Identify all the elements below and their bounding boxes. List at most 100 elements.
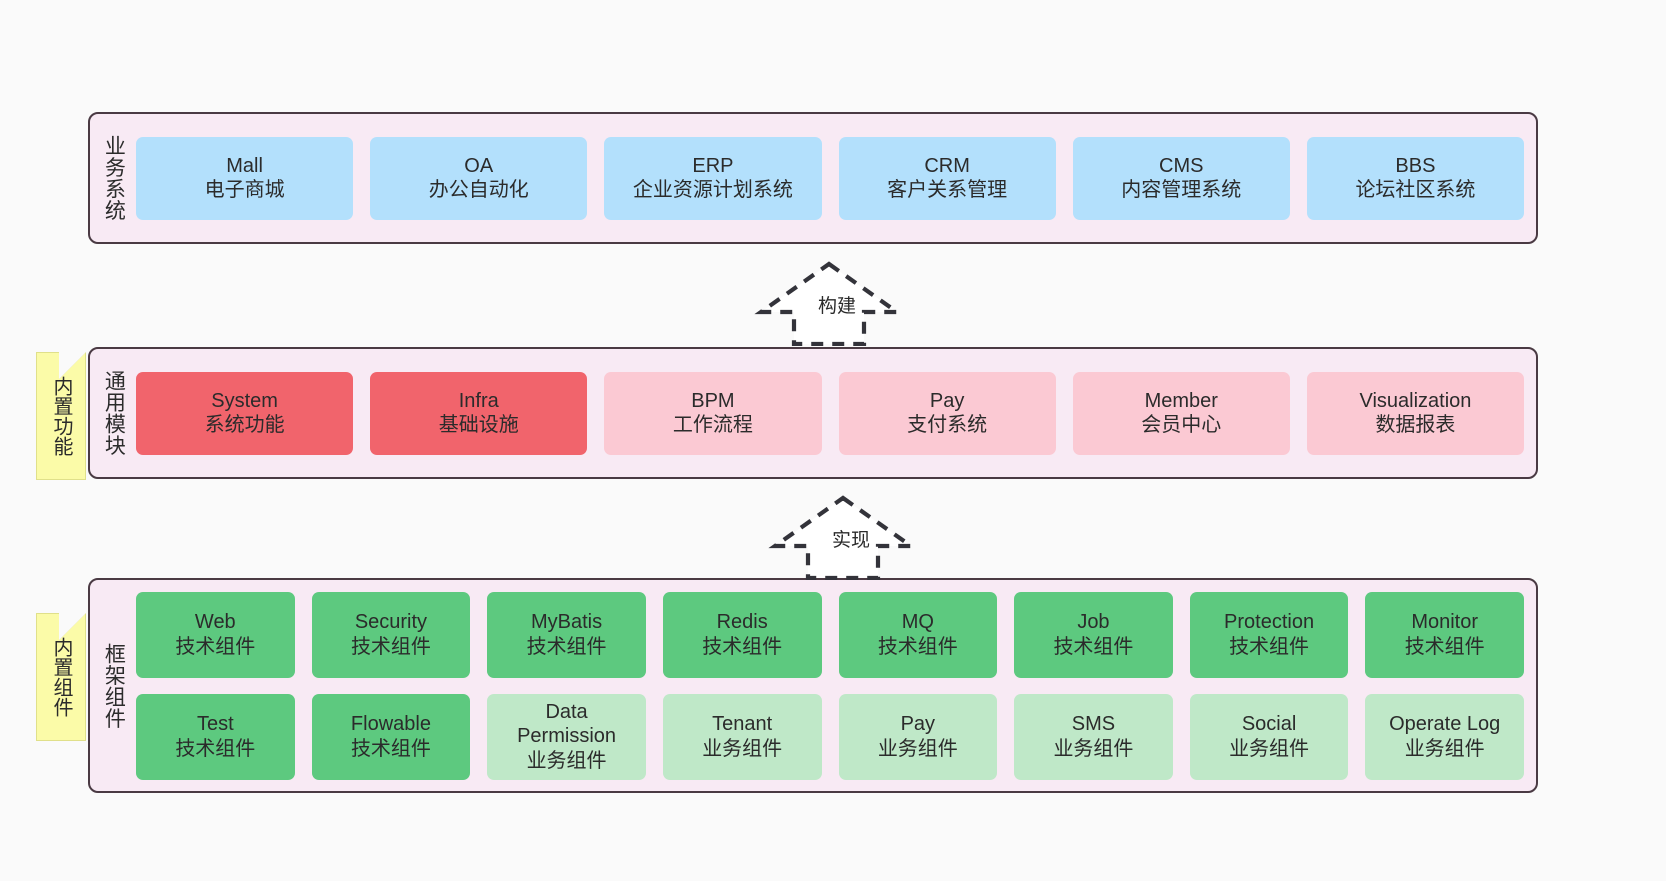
component-name-en: Monitor bbox=[1411, 611, 1479, 634]
component-box-redis[interactable]: Redis 技术组件 bbox=[662, 591, 822, 678]
layer-body-framework-component: Web 技术组件 Security 技术组件 MyBatis 技术组件 Redi… bbox=[136, 580, 1536, 791]
note-builtin-component[interactable]: 内置组件 bbox=[36, 613, 86, 741]
module-box-member[interactable]: Member 会员中心 bbox=[1072, 371, 1290, 455]
arrow-implement-label: 实现 bbox=[832, 530, 871, 551]
component-name-cn: 技术组件 bbox=[1404, 635, 1485, 658]
component-row-tech: Web 技术组件 Security 技术组件 MyBatis 技术组件 Redi… bbox=[136, 591, 1524, 678]
component-box-pay[interactable]: Pay 业务组件 bbox=[838, 693, 998, 780]
component-box-tenant[interactable]: Tenant 业务组件 bbox=[662, 693, 822, 780]
module-name-cn: 电子商城 bbox=[204, 179, 285, 201]
layer-title-framework-component: 框架组件 bbox=[102, 642, 126, 729]
component-box-protection[interactable]: Protection 技术组件 bbox=[1189, 591, 1349, 678]
module-name-en: System bbox=[211, 389, 278, 412]
component-name-cn: 技术组件 bbox=[175, 635, 256, 658]
component-name-en: Data Permission bbox=[517, 700, 617, 748]
component-name-en: MQ bbox=[901, 611, 934, 634]
module-box-infra[interactable]: Infra 基础设施 bbox=[370, 371, 588, 455]
component-name-en: Security bbox=[354, 611, 428, 634]
module-name-en: BPM bbox=[691, 389, 735, 412]
component-name-en: Operate Log bbox=[1389, 713, 1501, 736]
arrow-build-icon bbox=[754, 261, 904, 347]
layer-body-common-module: System 系统功能 Infra 基础设施 BPM 工作流程 Pay 支付系统… bbox=[136, 349, 1536, 477]
layer-title-business-system: 业务系统 bbox=[102, 135, 126, 221]
component-box-mq[interactable]: MQ 技术组件 bbox=[838, 591, 998, 678]
module-name-cn: 客户关系管理 bbox=[887, 179, 1008, 201]
module-box-bpm[interactable]: BPM 工作流程 bbox=[604, 371, 822, 455]
component-box-web[interactable]: Web 技术组件 bbox=[136, 591, 295, 678]
component-name-cn: 业务组件 bbox=[877, 737, 958, 760]
component-name-cn: 技术组件 bbox=[526, 635, 607, 658]
component-name-en: Social bbox=[1241, 713, 1297, 736]
module-box-crm[interactable]: CRM 客户关系管理 bbox=[838, 136, 1056, 220]
component-box-monitor[interactable]: Monitor 技术组件 bbox=[1365, 591, 1524, 678]
component-box-flowable[interactable]: Flowable 技术组件 bbox=[311, 693, 471, 780]
module-name-en: CRM bbox=[924, 154, 970, 177]
module-name-cn: 基础设施 bbox=[438, 414, 519, 436]
note-fold-icon bbox=[59, 613, 86, 640]
component-name-en: Web bbox=[194, 611, 236, 634]
module-box-cms[interactable]: CMS 内容管理系统 bbox=[1072, 136, 1290, 220]
component-name-en: Protection bbox=[1224, 611, 1315, 634]
module-name-en: Mall bbox=[226, 154, 263, 177]
component-name-cn: 技术组件 bbox=[702, 635, 783, 658]
component-box-security[interactable]: Security 技术组件 bbox=[311, 591, 471, 678]
component-name-cn: 技术组件 bbox=[1053, 635, 1134, 658]
module-box-erp[interactable]: ERP 企业资源计划系统 bbox=[604, 136, 822, 220]
component-box-operate-log[interactable]: Operate Log 业务组件 bbox=[1365, 693, 1524, 780]
module-box-pay[interactable]: Pay 支付系统 bbox=[838, 371, 1056, 455]
module-name-cn: 支付系统 bbox=[907, 414, 988, 436]
component-name-cn: 业务组件 bbox=[526, 749, 607, 772]
component-name-cn: 技术组件 bbox=[1229, 635, 1310, 658]
component-name-en: Flowable bbox=[350, 713, 431, 736]
module-name-en: OA bbox=[464, 154, 494, 177]
module-name-en: ERP bbox=[692, 154, 734, 177]
module-name-en: Pay bbox=[929, 389, 965, 412]
module-name-en: Visualization bbox=[1359, 389, 1472, 412]
module-name-cn: 数据报表 bbox=[1375, 414, 1456, 436]
module-name-en: CMS bbox=[1159, 154, 1204, 177]
component-box-mybatis[interactable]: MyBatis 技术组件 bbox=[487, 591, 646, 678]
component-name-en: MyBatis bbox=[531, 611, 603, 634]
component-name-cn: 业务组件 bbox=[1404, 737, 1485, 760]
component-name-en: Pay bbox=[900, 713, 936, 736]
component-name-en: Tenant bbox=[712, 713, 773, 736]
module-name-cn: 办公自动化 bbox=[428, 179, 529, 201]
module-name-cn: 系统功能 bbox=[204, 414, 285, 436]
layer-common-module: 通用模块 System 系统功能 Infra 基础设施 BPM 工作流程 Pay… bbox=[88, 347, 1538, 479]
arrow-build bbox=[754, 258, 904, 347]
module-name-cn: 论坛社区系统 bbox=[1355, 179, 1476, 201]
component-name-en: Test bbox=[196, 713, 234, 736]
component-name-en: SMS bbox=[1071, 713, 1116, 736]
module-row: Mall 电子商城 OA 办公自动化 ERP 企业资源计划系统 CRM 客户关系… bbox=[136, 136, 1525, 220]
component-name-cn: 技术组件 bbox=[350, 635, 431, 658]
component-name-cn: 技术组件 bbox=[175, 737, 256, 760]
component-name-cn: 业务组件 bbox=[702, 737, 783, 760]
module-box-oa[interactable]: OA 办公自动化 bbox=[370, 136, 588, 220]
module-box-bbs[interactable]: BBS 论坛社区系统 bbox=[1306, 136, 1525, 220]
layer-business-system: 业务系统 Mall 电子商城 OA 办公自动化 ERP 企业资源计划系统 CRM… bbox=[88, 112, 1538, 244]
component-name-cn: 技术组件 bbox=[350, 737, 431, 760]
component-box-sms[interactable]: SMS 业务组件 bbox=[1014, 693, 1173, 780]
arrow-implement bbox=[768, 492, 918, 581]
note-text: 内置组件 bbox=[50, 637, 72, 717]
note-builtin-function[interactable]: 内置功能 bbox=[36, 352, 86, 480]
module-name-cn: 会员中心 bbox=[1141, 414, 1222, 436]
layer-framework-component: 框架组件 Web 技术组件 Security 技术组件 MyBatis 技术组件… bbox=[88, 578, 1538, 793]
component-box-social[interactable]: Social 业务组件 bbox=[1189, 693, 1349, 780]
component-name-en: Redis bbox=[716, 611, 768, 634]
module-box-visualization[interactable]: Visualization 数据报表 bbox=[1306, 371, 1525, 455]
module-box-mall[interactable]: Mall 电子商城 bbox=[136, 136, 354, 220]
note-fold-icon bbox=[59, 352, 86, 379]
module-name-en: Member bbox=[1144, 389, 1218, 412]
component-row-business: Test 技术组件 Flowable 技术组件 Data Permission … bbox=[136, 693, 1524, 780]
component-box-job[interactable]: Job 技术组件 bbox=[1014, 591, 1173, 678]
component-name-en: Job bbox=[1077, 611, 1110, 634]
component-name-cn: 业务组件 bbox=[1053, 737, 1134, 760]
module-name-en: BBS bbox=[1395, 154, 1436, 177]
module-name-cn: 工作流程 bbox=[672, 414, 753, 436]
component-box-data-permission[interactable]: Data Permission 业务组件 bbox=[487, 693, 646, 780]
module-box-system[interactable]: System 系统功能 bbox=[136, 371, 354, 455]
component-box-test[interactable]: Test 技术组件 bbox=[136, 693, 295, 780]
module-name-cn: 内容管理系统 bbox=[1121, 179, 1242, 201]
